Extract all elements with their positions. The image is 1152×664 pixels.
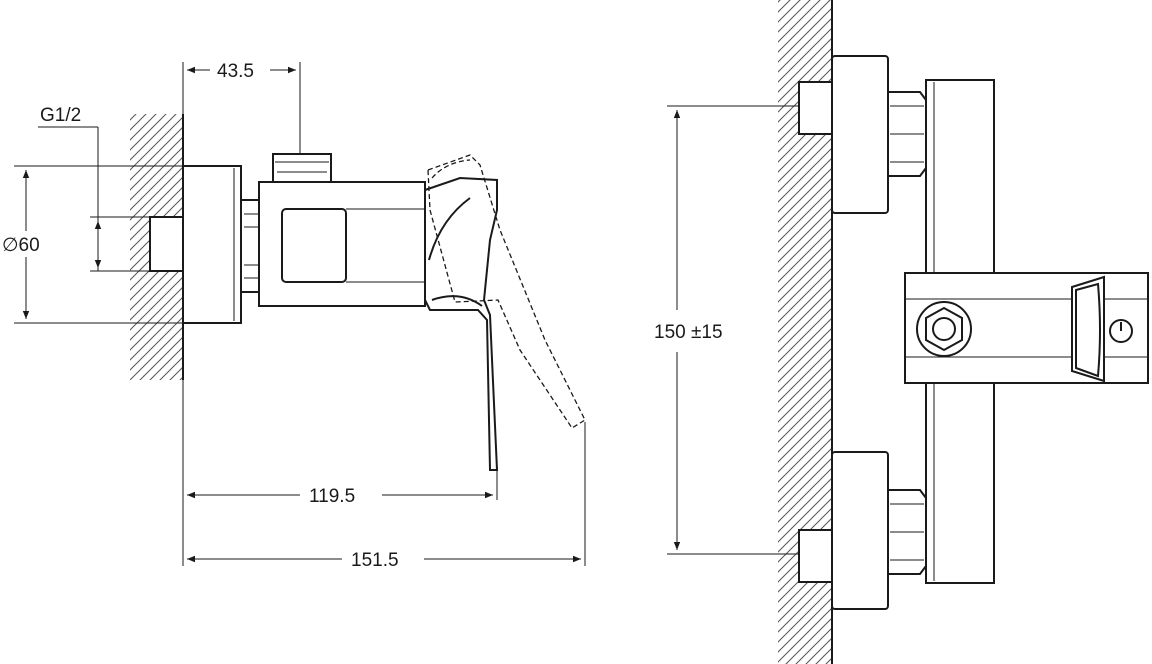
mixer-body (258, 181, 426, 307)
temperature-indicator-icon (1109, 319, 1133, 343)
lower-flange (831, 451, 889, 610)
outlet-connector (272, 153, 332, 183)
inlet-stub (149, 216, 185, 272)
side-view: ∅60 G1/2 43.5 119.5 151.5 (0, 61, 586, 571)
total-depth-label: 151.5 (351, 550, 399, 571)
flange (182, 165, 242, 324)
lever-closed (424, 176, 499, 471)
lever-front (1071, 275, 1105, 383)
front-view: 150 ±15 (654, 0, 1149, 664)
outlet-hex (925, 306, 963, 352)
inlet-offset-label: 43.5 (217, 61, 254, 82)
upper-inlet-stub (798, 81, 834, 135)
centers-label: 150 ±15 (654, 322, 723, 343)
upper-flange (831, 55, 889, 214)
lever-open-dashed (427, 154, 586, 429)
thread-label: G1/2 (40, 105, 81, 126)
diameter-label: ∅60 (2, 235, 40, 256)
lower-inlet-stub (798, 529, 834, 583)
lever-reach-label: 119.5 (309, 486, 355, 507)
